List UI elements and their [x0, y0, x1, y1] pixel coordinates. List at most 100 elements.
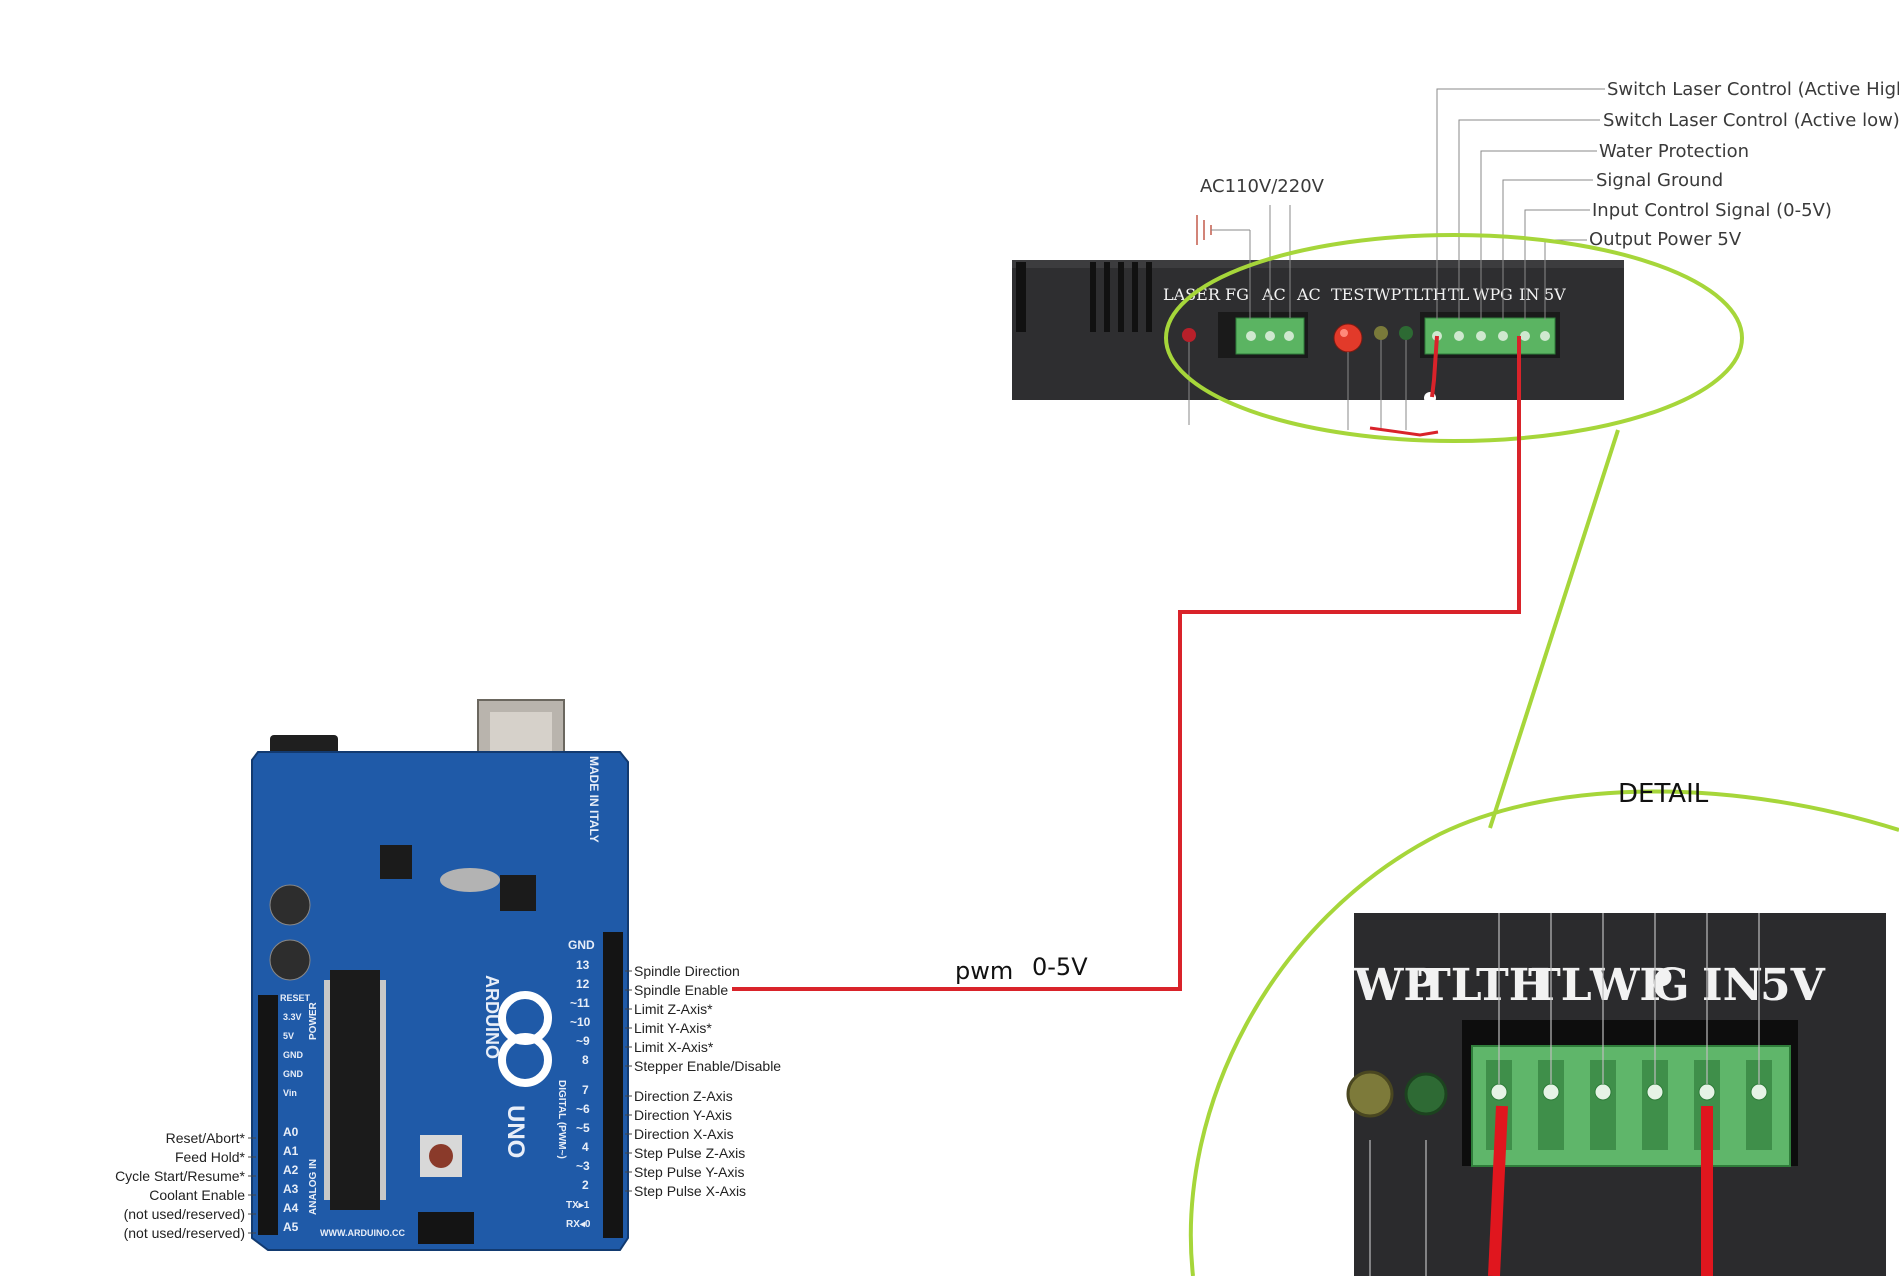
ac-terminal-block	[1218, 312, 1308, 358]
arduino-logo	[498, 991, 552, 1087]
psu-label-g: G	[1500, 285, 1513, 304]
digital-pin-functions: Spindle Direction Spindle Enable Limit Z…	[625, 963, 781, 1199]
pin-reset: RESET	[280, 993, 311, 1003]
wire-label-range: 0-5V	[1032, 953, 1088, 981]
laser-led	[1182, 328, 1196, 342]
pin-gnd-a: GND	[283, 1050, 304, 1060]
fn-feed-hold: Feed Hold*	[175, 1149, 246, 1165]
detail-label-tl2: TL	[1528, 960, 1592, 1011]
digital-pin-numbers: GND 13 12 ~11 ~10 ~9 8 7 ~6 ~5 4 ~3 2 TX…	[566, 938, 595, 1230]
pin-tx1: TX▸1	[566, 1200, 590, 1211]
fn-spindle-direction: Spindle Direction	[634, 963, 740, 979]
pin-13: 13	[576, 958, 590, 972]
board-text-uno: UNO	[502, 1105, 529, 1158]
fn-coolant-enable: Coolant Enable	[149, 1187, 245, 1203]
psu-label-th: TH	[1422, 285, 1447, 304]
analog-pin-names: A0 A1 A2 A3 A4 A5	[283, 1125, 299, 1234]
arduino-uno: ARDUINO UNO MADE IN ITALY DIGITAL (PWM~)…	[251, 699, 629, 1251]
detail-label-wp: WP	[1353, 960, 1437, 1011]
pin-a3: A3	[283, 1182, 299, 1196]
laser-power-supply: LASER FG AC AC TEST WP TL TH TL WP G IN …	[1012, 260, 1624, 430]
board-text-made-in-italy: MADE IN ITALY	[587, 756, 601, 843]
fn-spindle-enable: Spindle Enable	[634, 982, 728, 998]
fn-limit-x: Limit X-Axis*	[634, 1039, 714, 1055]
highlight-outline	[1164, 233, 1744, 829]
power-pin-names: RESET 3.3V 5V GND GND Vin	[280, 993, 311, 1098]
pin-8: 8	[582, 1053, 589, 1067]
detail-tl-led	[1404, 1072, 1448, 1116]
psu-vents	[1016, 262, 1152, 332]
ground-symbol	[1196, 215, 1251, 320]
fn-step-x: Step Pulse X-Axis	[634, 1183, 746, 1199]
pin-gnd-b: GND	[283, 1069, 304, 1079]
fn-reset-abort: Reset/Abort*	[166, 1130, 246, 1146]
pin-2: 2	[582, 1178, 589, 1192]
psu-label-ac1: AC	[1261, 285, 1286, 304]
pin-a4: A4	[283, 1201, 299, 1215]
pin-9: ~9	[576, 1034, 590, 1048]
wire-label-pwm: pwm	[955, 957, 1013, 985]
fn-step-y: Step Pulse Y-Axis	[634, 1164, 745, 1180]
callout-water-protection: Water Protection	[1599, 141, 1749, 162]
psu-label-wp2: WP	[1473, 285, 1500, 304]
pin-a5: A5	[283, 1220, 299, 1234]
psu-terminal-wires	[732, 335, 1521, 991]
detail-label-in: IN	[1702, 960, 1763, 1011]
pin-11: ~11	[570, 996, 590, 1010]
pin-12: 12	[576, 977, 590, 991]
callout-switch-active-low: Switch Laser Control (Active low)	[1603, 110, 1899, 131]
fn-step-z: Step Pulse Z-Axis	[634, 1145, 745, 1161]
psu-label-in: IN	[1519, 285, 1539, 304]
psu-label-tl: TL	[1402, 285, 1424, 304]
detail-label-tl: TL	[1418, 960, 1482, 1011]
pin-rx0: RX◂0	[566, 1219, 591, 1230]
pin-vin: Vin	[283, 1088, 297, 1098]
detail-labels: WP TL TH TL WP G IN 5V	[1353, 960, 1826, 1011]
pin-3v3: 3.3V	[283, 1012, 302, 1022]
callout-signal-ground: Signal Ground	[1596, 170, 1723, 191]
control-terminal-block	[1420, 312, 1560, 358]
pin-7: 7	[582, 1083, 589, 1097]
fn-direction-y: Direction Y-Axis	[634, 1107, 732, 1123]
fn-stepper-enable: Stepper Enable/Disable	[634, 1058, 781, 1074]
test-button	[1333, 323, 1363, 353]
detail-wp-led	[1346, 1070, 1394, 1118]
psu-label-ac2: AC	[1296, 285, 1321, 304]
fn-direction-x: Direction X-Axis	[634, 1126, 734, 1142]
detail-label-th: TH	[1476, 960, 1550, 1011]
board-text-arduino: ARDUINO	[482, 975, 502, 1059]
atmega-chip	[330, 970, 380, 1210]
board-text-digital: DIGITAL (PWM~)	[556, 1080, 567, 1159]
pin-4: 4	[582, 1140, 589, 1154]
analog-pin-functions: Reset/Abort* Feed Hold* Cycle Start/Resu…	[115, 1130, 256, 1241]
pin-a0: A0	[283, 1125, 299, 1139]
detail-terminal-block	[1471, 1045, 1791, 1167]
callout-input-control-signal: Input Control Signal (0-5V)	[1592, 200, 1832, 221]
ac-voltage-label: AC110V/220V	[1200, 176, 1325, 197]
fn-not-used-2: (not used/reserved)	[124, 1225, 245, 1241]
pin-5: ~5	[576, 1121, 590, 1135]
fn-cycle-start: Cycle Start/Resume*	[115, 1168, 245, 1184]
fn-direction-z: Direction Z-Axis	[634, 1088, 733, 1104]
detail-label-g: G	[1652, 960, 1690, 1011]
pin-3: ~3	[576, 1159, 590, 1173]
pin-10: ~10	[570, 1015, 591, 1029]
callout-switch-active-high: Switch Laser Control (Active High)	[1607, 79, 1899, 100]
psu-label-5v: 5V	[1544, 285, 1566, 304]
psu-label-fg: FG	[1225, 285, 1249, 304]
pin-gnd: GND	[568, 938, 595, 952]
pin-6: ~6	[576, 1102, 590, 1116]
pin-a2: A2	[283, 1163, 299, 1177]
psu-callout-leaders	[1436, 88, 1605, 320]
tl-led	[1399, 326, 1413, 340]
detail-circle-outline	[1188, 789, 1899, 1276]
fn-limit-y: Limit Y-Axis*	[634, 1020, 712, 1036]
detail-red-wires	[1488, 1105, 1713, 1276]
detail-title: DETAIL	[1618, 779, 1709, 809]
callout-output-power: Output Power 5V	[1589, 229, 1742, 250]
psu-callouts: Switch Laser Control (Active High) Switc…	[1589, 79, 1899, 250]
board-text-analog: ANALOG IN	[308, 1159, 319, 1215]
board-text-power: POWER	[308, 1001, 319, 1040]
wp-led	[1374, 326, 1388, 340]
